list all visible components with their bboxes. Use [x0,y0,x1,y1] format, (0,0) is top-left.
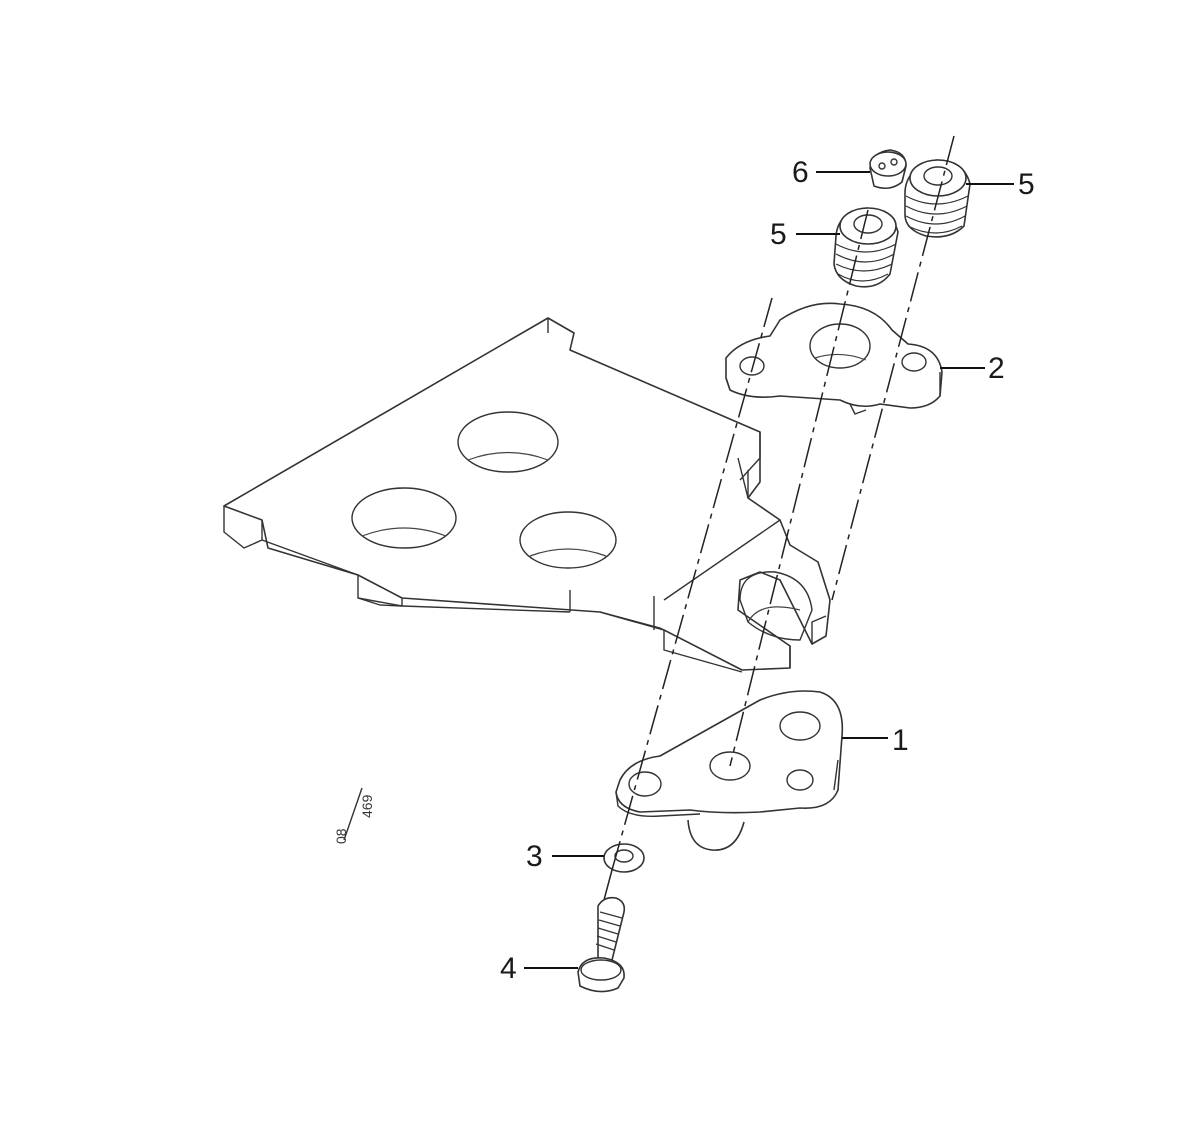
callout-4: 4 [500,952,517,985]
callout-1: 1 [892,724,909,757]
part-4-screw [577,896,626,993]
callout-2: 2 [988,352,1005,385]
plate-slot-hole [739,571,813,641]
callout-6: 6 [792,156,809,189]
part-2-upper-clamp [725,302,943,415]
part-3-washer [603,843,645,873]
callout-5-upper: 5 [1018,168,1035,201]
plate-hole-top [457,411,559,473]
plate-hole-left [351,487,457,549]
plate-hole-middle [519,511,617,569]
callout-leaders [524,171,1014,969]
part-5-cable-gland-lower [833,207,899,288]
main-bracket-plate [223,317,831,673]
drawing-ref-top: 08 [333,828,349,844]
assembly-center-lines [603,135,955,901]
part-6-insert [869,149,907,190]
part-1-lower-clamp [615,690,844,851]
drawing-reference-mark: 08 469 [333,787,375,844]
drawing-ref-bottom: 469 [359,794,375,818]
callout-3: 3 [526,840,543,873]
callout-5-lower: 5 [770,218,787,251]
